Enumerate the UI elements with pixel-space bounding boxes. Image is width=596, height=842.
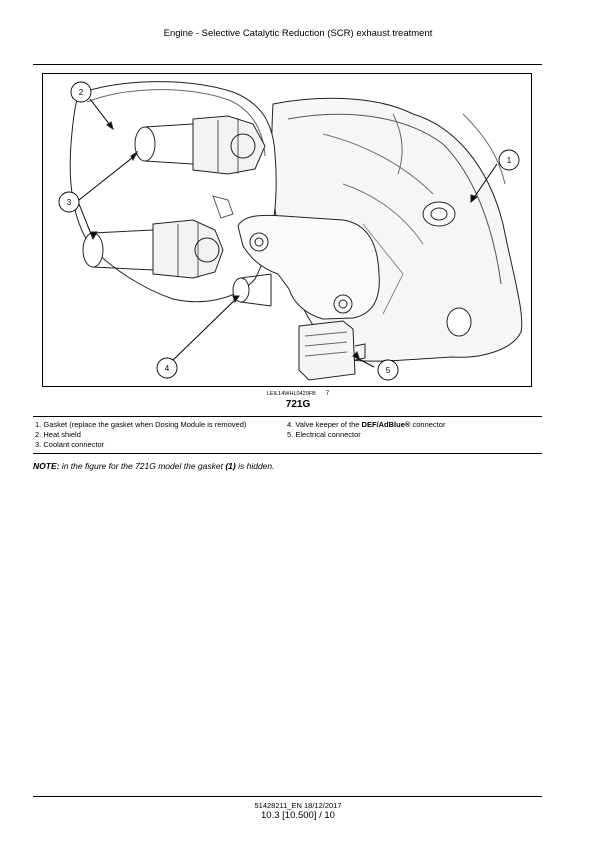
note-paragraph: NOTE: in the figure for the 721G model t…	[33, 461, 542, 471]
footer-page-number: 10.3 [10.500] / 10	[261, 810, 335, 821]
page-header-title: Engine - Selective Catalytic Reduction (…	[163, 28, 433, 39]
callout-5-circle	[377, 359, 399, 381]
note-text-before: in the figure for the 721G model the gas…	[61, 461, 223, 471]
figure-legend: 1. Gasket (replace the gasket when Dosin…	[33, 416, 542, 454]
callout-1-label: 1	[507, 156, 512, 165]
header-divider	[33, 64, 542, 65]
note-reference: (1)	[225, 461, 236, 471]
callout-5-label: 5	[386, 366, 391, 375]
legend-row: 1. Gasket (replace the gasket when Dosin…	[33, 420, 542, 430]
callout-3-circle	[58, 191, 80, 213]
figure-code: LEIL14WHL0420FB	[266, 391, 316, 397]
figure-reference: LEIL14WHL0420FB 7	[0, 391, 596, 397]
note-label: NOTE:	[33, 461, 60, 471]
legend-item-1: 1. Gasket (replace the gasket when Dosin…	[35, 420, 247, 429]
callout-3-label: 3	[67, 198, 72, 207]
figure-illustration: 2 3 4 1 5	[42, 73, 532, 387]
legend-row: 2. Heat shield 5. Electrical connector	[33, 430, 542, 440]
callout-4-label: 4	[165, 364, 170, 373]
footer-divider	[33, 796, 542, 797]
figure-caption: 721G	[285, 399, 311, 410]
note-text-after: is hidden.	[238, 461, 275, 471]
legend-item-2: 2. Heat shield	[35, 430, 81, 439]
callout-4-circle	[156, 357, 178, 379]
figure-number: 7	[325, 391, 330, 397]
footer-document-id: 51428211_EN 18/12/2017	[254, 801, 342, 810]
callout-2-circle	[70, 81, 92, 103]
legend-item-4: 4. Valve keeper of the DEF/AdBlue® conne…	[287, 420, 446, 429]
callout-2-label: 2	[79, 88, 84, 97]
legend-item-5: 5. Electrical connector	[287, 430, 361, 439]
legend-row: 3. Coolant connector	[33, 440, 542, 450]
legend-item-3: 3. Coolant connector	[35, 440, 105, 449]
callout-1-circle	[498, 149, 520, 171]
def-adblue-brand: DEF/AdBlue®	[361, 420, 411, 429]
dosing-module-drawing: 2 3 4 1 5	[58, 81, 523, 381]
